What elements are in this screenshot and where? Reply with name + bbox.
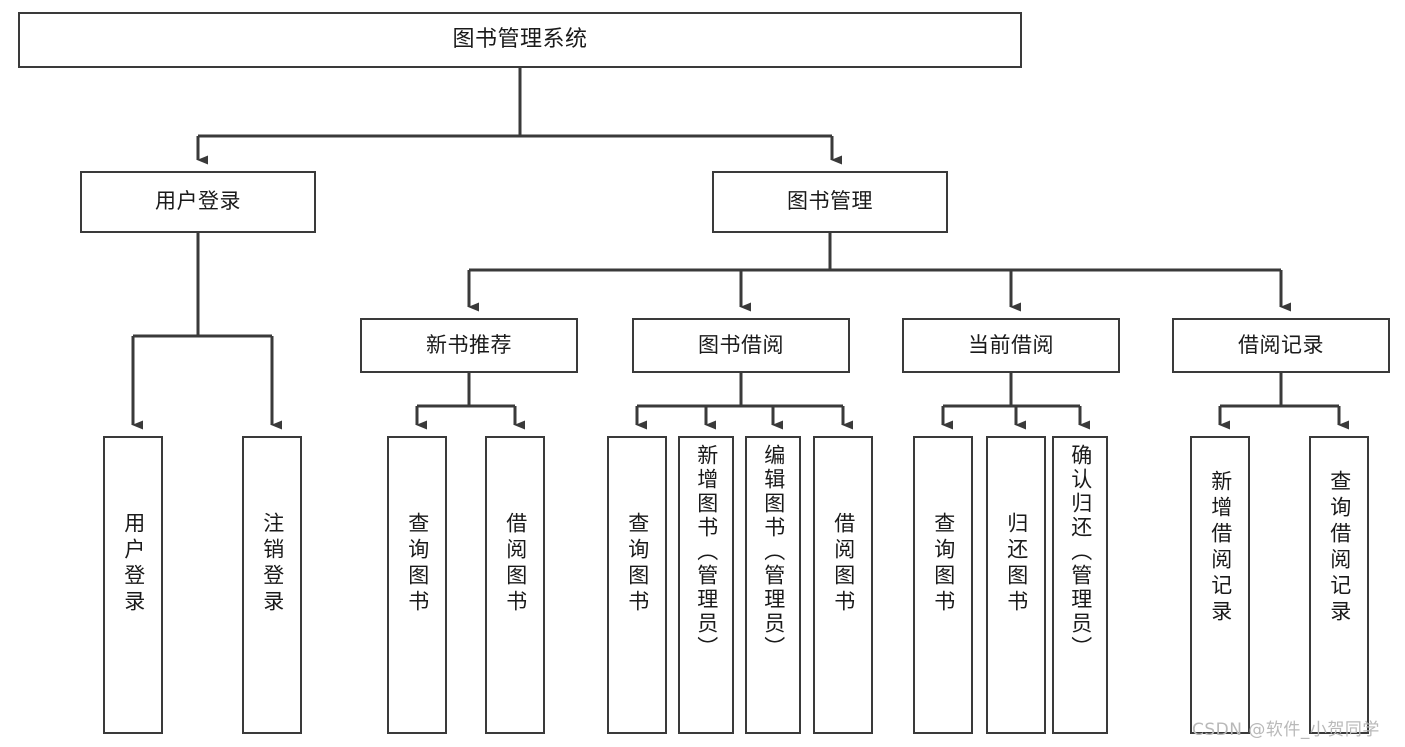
node-leaf-query-book-current[interactable]: 查询图书 (913, 436, 973, 734)
node-borrow-record[interactable]: 借阅记录 (1172, 318, 1390, 373)
node-leaf-add-borrow-record[interactable]: 新增借阅记录 (1190, 436, 1250, 734)
node-leaf-query-book-recommend[interactable]: 查询图书 (387, 436, 447, 734)
node-leaf-edit-book-admin-label: 编辑图书（管理员） (761, 444, 786, 660)
node-leaf-borrow-book-recommend-label: 借阅图书 (503, 512, 528, 616)
node-leaf-borrow-book-recommend[interactable]: 借阅图书 (485, 436, 545, 734)
node-leaf-add-book-admin[interactable]: 新增图书（管理员） (678, 436, 734, 734)
node-leaf-add-book-admin-label: 新增图书（管理员） (694, 444, 719, 660)
node-new-book-recommend[interactable]: 新书推荐 (360, 318, 578, 373)
node-leaf-borrow-book[interactable]: 借阅图书 (813, 436, 873, 734)
node-leaf-return-book[interactable]: 归还图书 (986, 436, 1046, 734)
node-current-borrow[interactable]: 当前借阅 (902, 318, 1120, 373)
node-book-management-label: 图书管理 (787, 189, 873, 214)
node-leaf-user-login-label: 用户登录 (121, 512, 146, 616)
node-borrow-record-label: 借阅记录 (1238, 332, 1324, 357)
node-root[interactable]: 图书管理系统 (18, 12, 1022, 68)
node-user-login[interactable]: 用户登录 (80, 171, 316, 233)
node-leaf-logout-label: 注销登录 (260, 512, 285, 616)
node-leaf-confirm-return-admin[interactable]: 确认归还（管理员） (1052, 436, 1108, 734)
node-book-management[interactable]: 图书管理 (712, 171, 948, 233)
node-leaf-logout[interactable]: 注销登录 (242, 436, 302, 734)
node-new-book-recommend-label: 新书推荐 (426, 332, 512, 357)
node-user-login-label: 用户登录 (155, 189, 241, 214)
node-leaf-query-borrow-record[interactable]: 查询借阅记录 (1309, 436, 1369, 734)
node-leaf-query-borrow-record-label: 查询借阅记录 (1327, 470, 1352, 626)
node-leaf-return-book-label: 归还图书 (1004, 512, 1029, 616)
node-current-borrow-label: 当前借阅 (968, 332, 1054, 357)
node-leaf-query-book-borrow-label: 查询图书 (625, 512, 650, 616)
node-book-borrow-label: 图书借阅 (698, 332, 784, 357)
node-root-label: 图书管理系统 (452, 26, 588, 52)
node-leaf-user-login[interactable]: 用户登录 (103, 436, 163, 734)
node-leaf-query-book-current-label: 查询图书 (931, 512, 956, 616)
node-leaf-add-borrow-record-label: 新增借阅记录 (1208, 470, 1233, 626)
node-book-borrow[interactable]: 图书借阅 (632, 318, 850, 373)
node-leaf-borrow-book-label: 借阅图书 (831, 512, 856, 616)
node-leaf-edit-book-admin[interactable]: 编辑图书（管理员） (745, 436, 801, 734)
csdn-watermark: CSDN @软件_小贺同学 (1192, 720, 1380, 740)
node-leaf-query-book-recommend-label: 查询图书 (405, 512, 430, 616)
node-leaf-query-book-borrow[interactable]: 查询图书 (607, 436, 667, 734)
node-leaf-confirm-return-admin-label: 确认归还（管理员） (1068, 444, 1093, 660)
